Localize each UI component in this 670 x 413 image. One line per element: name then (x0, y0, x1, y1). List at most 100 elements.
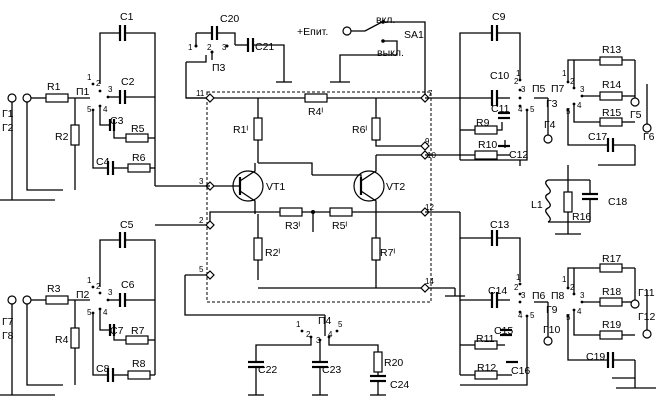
r6-label: R6 (132, 152, 146, 164)
c20-label: C20 (220, 13, 239, 25)
c22-label: C22 (258, 364, 277, 376)
c9-label: C9 (492, 11, 506, 23)
g12-label: Г12 (638, 311, 656, 323)
power-terminal (342, 26, 352, 36)
svg-text:2: 2 (199, 216, 204, 225)
module-boundary (206, 91, 432, 303)
svg-text:3: 3 (521, 85, 526, 94)
r15-label: R15 (602, 107, 621, 119)
c12-label: C12 (509, 149, 528, 161)
g5-label: Г5 (630, 109, 642, 121)
svg-text:1: 1 (516, 273, 521, 282)
c18-label: C18 (608, 196, 627, 208)
g7-label: Г7 (2, 316, 14, 328)
svg-text:5: 5 (530, 105, 535, 114)
switch-off-label: выкл. (377, 47, 404, 59)
switch-p5-label: П5 (532, 83, 546, 95)
svg-text:2: 2 (207, 43, 212, 52)
c24-label: C24 (390, 379, 409, 391)
svg-text:4: 4 (518, 311, 523, 320)
c15-label: C15 (494, 325, 513, 337)
svg-text:7: 7 (428, 89, 433, 98)
c14-label: C14 (488, 285, 507, 297)
svg-text:1: 1 (562, 275, 567, 284)
ground-symbols (519, 160, 581, 235)
r14-label: R14 (602, 79, 621, 91)
svg-text:2: 2 (570, 283, 575, 292)
svg-text:3: 3 (316, 336, 321, 345)
c21-label: C21 (255, 41, 274, 53)
g8-label: Г8 (2, 330, 14, 342)
c23-label: C23 (322, 364, 341, 376)
c5-label: C5 (120, 219, 134, 231)
svg-text:4: 4 (518, 105, 523, 114)
svg-text:2: 2 (96, 282, 101, 291)
svg-text:3: 3 (521, 291, 526, 300)
r1-label: R1 (47, 81, 61, 93)
vt1-label: VT1 (266, 181, 285, 193)
power-supply-label: +Eпит. (297, 26, 328, 38)
c2-label: C2 (121, 76, 135, 88)
svg-text:1: 1 (516, 69, 521, 78)
inner-amplifier: R1ᴵ R6ᴵ 9 VT1 3 VT2 10 R3ᴵ R5ᴵ 12 (155, 98, 465, 316)
switch-p3-label: П3 (212, 62, 226, 74)
svg-text:5: 5 (87, 105, 92, 114)
svg-text:14: 14 (425, 277, 434, 286)
g4-label: Г4 (544, 119, 556, 131)
r10-label: R10 (478, 139, 497, 151)
svg-text:2: 2 (514, 77, 519, 86)
c13-label: C13 (490, 219, 509, 231)
c16-label: C16 (511, 365, 530, 377)
svg-text:1: 1 (296, 320, 301, 329)
r9-label: R9 (476, 117, 490, 129)
svg-text:5: 5 (199, 265, 204, 274)
svg-text:1: 1 (188, 43, 193, 52)
r2-inner-label: R2ᴵ (265, 247, 280, 259)
svg-text:9: 9 (425, 137, 430, 146)
svg-text:2: 2 (514, 283, 519, 292)
r19-label: R19 (602, 319, 621, 331)
svg-text:2: 2 (306, 330, 311, 339)
r6-inner-label: R6ᴵ (352, 124, 367, 136)
c11-label: C11 (491, 103, 510, 115)
svg-text:11: 11 (196, 89, 205, 98)
r13-label: R13 (602, 44, 621, 56)
g2-label: Г2 (2, 122, 14, 134)
r18-label: R18 (602, 286, 621, 298)
r1-inner-label: R1ᴵ (233, 124, 248, 136)
svg-text:2: 2 (96, 79, 101, 88)
r3-label: R3 (47, 283, 61, 295)
switch-on-label: вкл. (376, 14, 395, 26)
r11-label: R11 (476, 333, 495, 345)
svg-text:4: 4 (103, 105, 108, 114)
g1-label: Г1 (2, 108, 14, 120)
r3-inner-label: R3ᴵ (285, 220, 300, 232)
r8-label: R8 (132, 358, 146, 370)
r20-label: R20 (384, 357, 403, 369)
svg-text:3: 3 (108, 288, 113, 297)
r7-inner-label: R7ᴵ (380, 247, 395, 259)
switch-p6-label: П6 (532, 290, 546, 302)
svg-text:1: 1 (87, 276, 92, 285)
power-section: +Eпит. вкл. выкл. SA1 (297, 14, 426, 94)
svg-text:3: 3 (199, 177, 204, 186)
g6-label: Г6 (643, 131, 655, 143)
r16-label: R16 (572, 211, 591, 223)
g9-label: Г9 (546, 304, 558, 316)
lc-tank: L1 R16 C18 (531, 165, 627, 223)
r4-label: R4 (55, 334, 69, 346)
c7-label: C7 (110, 325, 124, 337)
c4-label: C4 (96, 156, 110, 168)
r17-label: R17 (602, 253, 621, 265)
r5-label: R5 (131, 123, 145, 135)
c1-label: C1 (120, 11, 134, 23)
svg-text:4: 4 (577, 101, 582, 110)
svg-text:2: 2 (570, 77, 575, 86)
g10-label: Г10 (543, 324, 561, 336)
c19-label: C19 (586, 351, 605, 363)
